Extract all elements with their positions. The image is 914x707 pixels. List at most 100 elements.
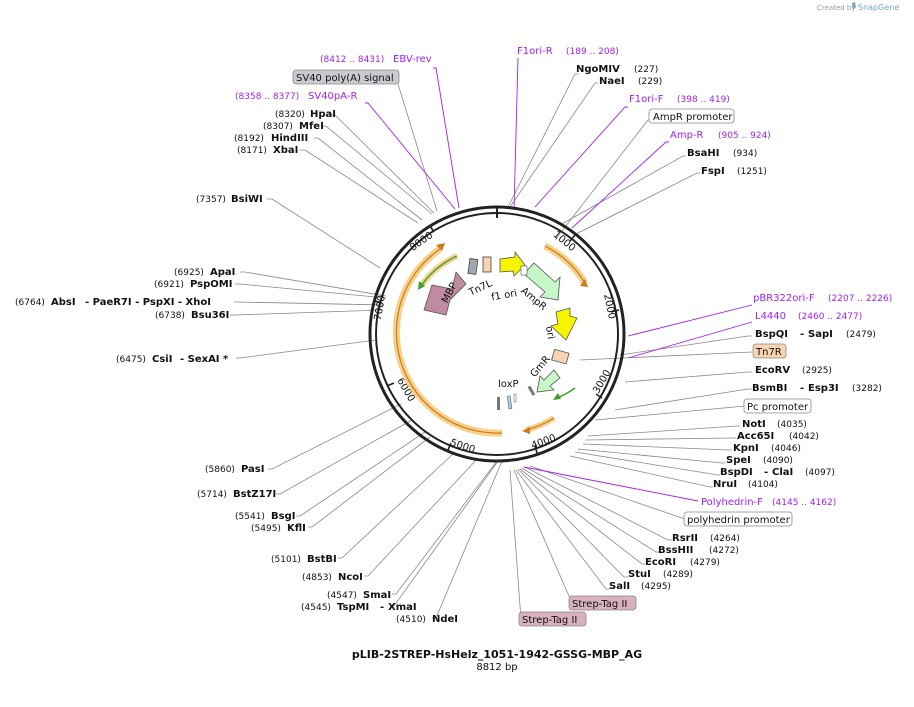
site-clai: ClaI [772,467,793,478]
site-rsrii: RsrII [672,533,698,544]
ori-feature[interactable] [550,307,578,341]
orf-arrow-left [395,248,503,434]
polyhedrin-promoter-label-box[interactable] [683,511,793,527]
site-bsshii: BssHII [658,545,693,556]
site-spei-pos: (4090) [763,456,793,466]
plasmid-length: 8812 bp [476,662,517,673]
site-naei: NaeI [599,76,625,87]
primer-f1orir: F1ori-R [517,46,553,57]
feature-labels: SV40 poly(A) signal AmpR promoter Tn7R P… [292,69,812,627]
site-bsu36i: Bsu36I [191,310,229,321]
ampr-feature[interactable] [523,262,561,301]
site-esp3i-pos: (3282) [852,384,882,394]
small-feature-mark[interactable] [527,385,536,396]
gmr-green-head [553,393,561,400]
site-bsiwi-pos: (7357) [196,195,226,205]
polyhedrin-promoter-mark[interactable] [506,395,513,410]
site-csii: CsiI [152,354,172,365]
ampr-promoter-box[interactable] [520,265,528,276]
sv40-label-box[interactable] [292,69,400,85]
orf-arrowhead-left [436,243,445,251]
tn7l-feature[interactable] [467,258,479,275]
tn7r-feature[interactable] [551,348,570,365]
pc-promoter-label: Pc promoter [747,402,809,413]
site-acc65i: Acc65I [737,431,774,442]
ori-label: ori [543,325,556,340]
f1ori-feature[interactable] [499,250,526,277]
tick-label-7000: 7000 [373,294,388,321]
tn7r-label: Tn7R [755,347,782,358]
plasmid-name: pLIB-2STREP-HsHelz_1051-1942-GSSG-MBP_AG [352,648,642,661]
snapgene-logo[interactable]: SnapGene [858,3,899,12]
site-pasi-pos: (5860) [205,465,235,475]
site-sali-pos: (4295) [641,582,671,592]
site-bstz17i: BstZ17I [233,489,276,500]
site-absi: AbsI [51,297,76,308]
site-tspmi-pos: (4545) [301,603,331,613]
mbp-feature[interactable] [423,271,467,316]
ampr-promoter-label: AmpR promoter [653,112,733,123]
tick-label-2000: 2000 [601,293,617,320]
ampr-promoter-label-box[interactable] [648,108,735,124]
site-bsiwi: BsiWI [231,194,263,205]
site-clai-pos: (4097) [805,468,835,478]
site-ecori: EcoRI [645,557,676,568]
primer-sv40pa-pos: (8358 .. 8377) [235,92,299,102]
site-nrui: NruI [713,479,737,490]
tn7r-label-box[interactable] [752,343,787,359]
primer-ampr: Amp-R [670,130,704,141]
site-fspi: FspI [701,166,725,177]
site-tspmi: TspMI [337,602,369,613]
orf-arrowhead-right [580,279,588,287]
pc-promoter-label-box[interactable] [743,398,812,414]
site-bsshii-pos: (4272) [709,546,739,556]
polyhedrin-promoter-label: polyhedrin promoter [687,515,791,526]
site-ngomiv: NgoMIV [576,64,620,75]
orf-band-right [543,242,588,285]
tick-marks [374,225,620,454]
mbp-green-arrow [420,255,458,287]
site-ndei: NdeI [432,614,458,625]
site-sapi-pos: (2479) [846,330,876,340]
site-csii-others: - SexAI * [180,354,229,365]
site-bsgi-pos: (5541) [235,512,265,522]
site-csii-pos: (6475) [116,355,146,365]
f1ori-label: f1 ori [490,288,518,303]
site-acc65i-pos: (4042) [789,432,819,442]
site-nrui-pos: (4104) [748,480,778,490]
site-mfei: MfeI [299,121,324,132]
site-rsrii-pos: (4264) [710,534,740,544]
site-ngomiv-pos: (227) [634,65,658,75]
site-absi-others: - PaeR7I - PspXI - XhoI [85,297,211,308]
primer-ampr-pos: (905 .. 924) [718,131,771,141]
strep1-label-box[interactable] [568,595,637,611]
site-pspomi: PspOMI [190,279,232,290]
mbp-arrowhead [418,281,425,290]
primer-sv40pa: SV40pA-R [308,91,357,102]
site-ecorv-pos: (2925) [802,366,832,376]
primer-f1orif-pos: (398 .. 419) [677,95,730,105]
primer-l4440: L4440 [755,311,786,322]
site-bspqi: BspQI [755,329,788,340]
sv40-feature-box[interactable] [482,256,492,273]
site-hpai: HpaI [310,109,336,120]
site-noti: NotI [742,419,766,430]
site-bstbi: BstBI [307,554,337,565]
orf-arrow-right [544,245,586,284]
loxp-feature[interactable] [497,397,500,410]
site-smai-pos: (4547) [327,591,357,601]
site-smai: SmaI [363,590,391,601]
gmr-feature[interactable] [536,369,561,393]
loxp-label: loxP [498,379,519,390]
strep2-label-box[interactable] [518,611,587,627]
site-bsmbi: BsmBI [752,383,787,394]
site-ecori-pos: (4279) [690,558,720,568]
site-ecorv: EcoRV [755,365,790,376]
site-pspomi-pos: (6921) [154,280,184,290]
snapgene-icon [852,2,856,10]
site-bsu36i-pos: (6738) [155,311,185,321]
pc-promoter-mark[interactable] [513,393,517,403]
site-hindiii-pos: (8192) [234,134,264,144]
